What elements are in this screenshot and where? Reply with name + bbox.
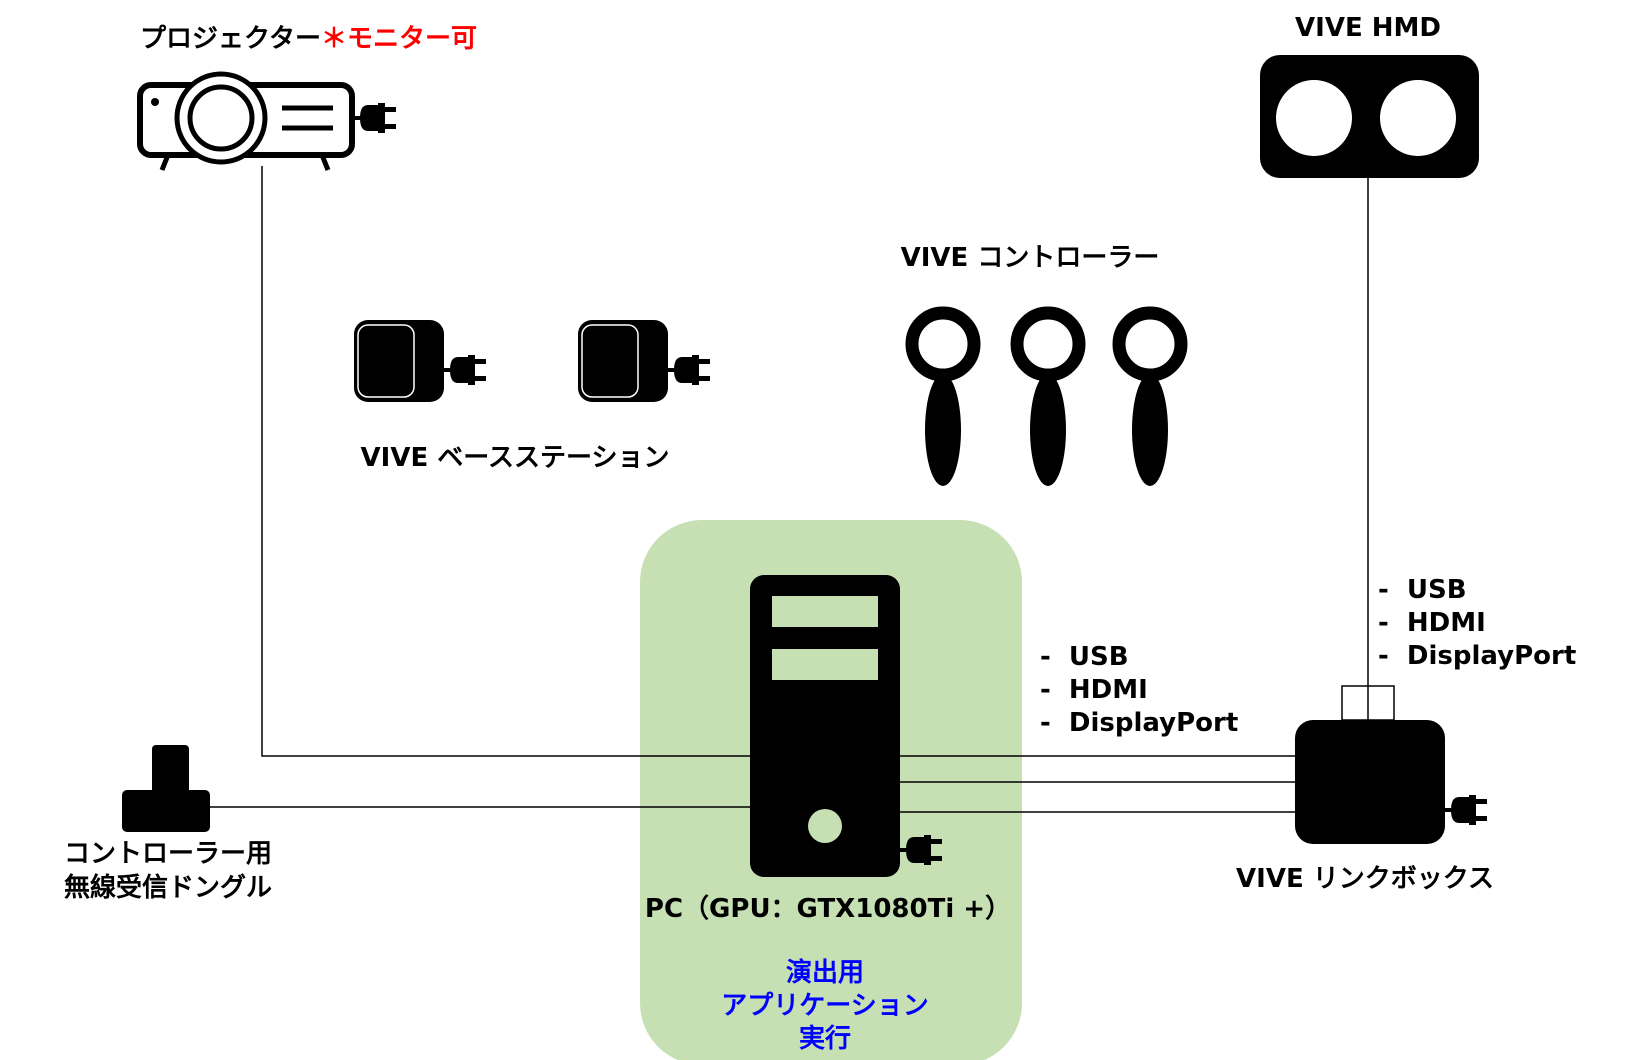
linkbox-icon: [1295, 720, 1445, 844]
controller-icon: [912, 313, 974, 486]
hmd-connection-hdmi: - HDMI: [1378, 608, 1486, 638]
base-station-icon: [577, 319, 669, 403]
pc-connection-hdmi: - HDMI: [1040, 675, 1148, 705]
connection-lines: [210, 166, 1395, 813]
pc-label: PC（GPU：GTX1080Ti +）: [644, 894, 1012, 924]
pc-connection-usb: - USB: [1040, 642, 1129, 672]
controllers-label: VIVE コントローラー: [900, 243, 1160, 273]
base-station-icon: [353, 319, 445, 403]
dongle-label-line1: コントローラー用: [63, 839, 273, 869]
projector-label: プロジェクター＊モニター可: [140, 26, 477, 52]
projector-cable: [261, 166, 750, 757]
pc-connections-list: - USB - HDMI - DisplayPort: [1040, 641, 1238, 740]
pc-role-line2: アプリケーション: [721, 991, 929, 1021]
hmd-connection-displayport: - DisplayPort: [1378, 641, 1577, 671]
pc-role-line1: 演出用: [785, 958, 865, 988]
hmd-label: VIVE HMD: [1295, 13, 1441, 43]
power-plug-icon: [442, 353, 488, 387]
pc-role-line3: 実行: [798, 1024, 852, 1054]
power-plug-icon: [1443, 793, 1489, 827]
projector-title: プロジェクター: [140, 24, 321, 54]
hmd-connections-list: - USB - HDMI - DisplayPort: [1378, 574, 1576, 673]
hmd-connection-usb: - USB: [1378, 575, 1467, 605]
pc-connection-displayport: - DisplayPort: [1040, 708, 1239, 738]
controller-icon: [1017, 313, 1079, 486]
power-plug-icon: [666, 353, 712, 387]
projector-icon: [137, 71, 355, 171]
base-stations-label: VIVE ベースステーション: [360, 443, 670, 473]
hmd-icon: [1260, 55, 1479, 178]
controller-icon: [1119, 313, 1181, 486]
projector-note: ＊モニター可: [320, 24, 477, 54]
dongle-label-line2: 無線受信ドングル: [63, 873, 273, 903]
linkbox-label: VIVE リンクボックス: [1236, 864, 1494, 894]
dongle-icon: [122, 745, 210, 832]
power-plug-icon: [352, 101, 398, 135]
pc-tower-icon: [750, 575, 900, 877]
